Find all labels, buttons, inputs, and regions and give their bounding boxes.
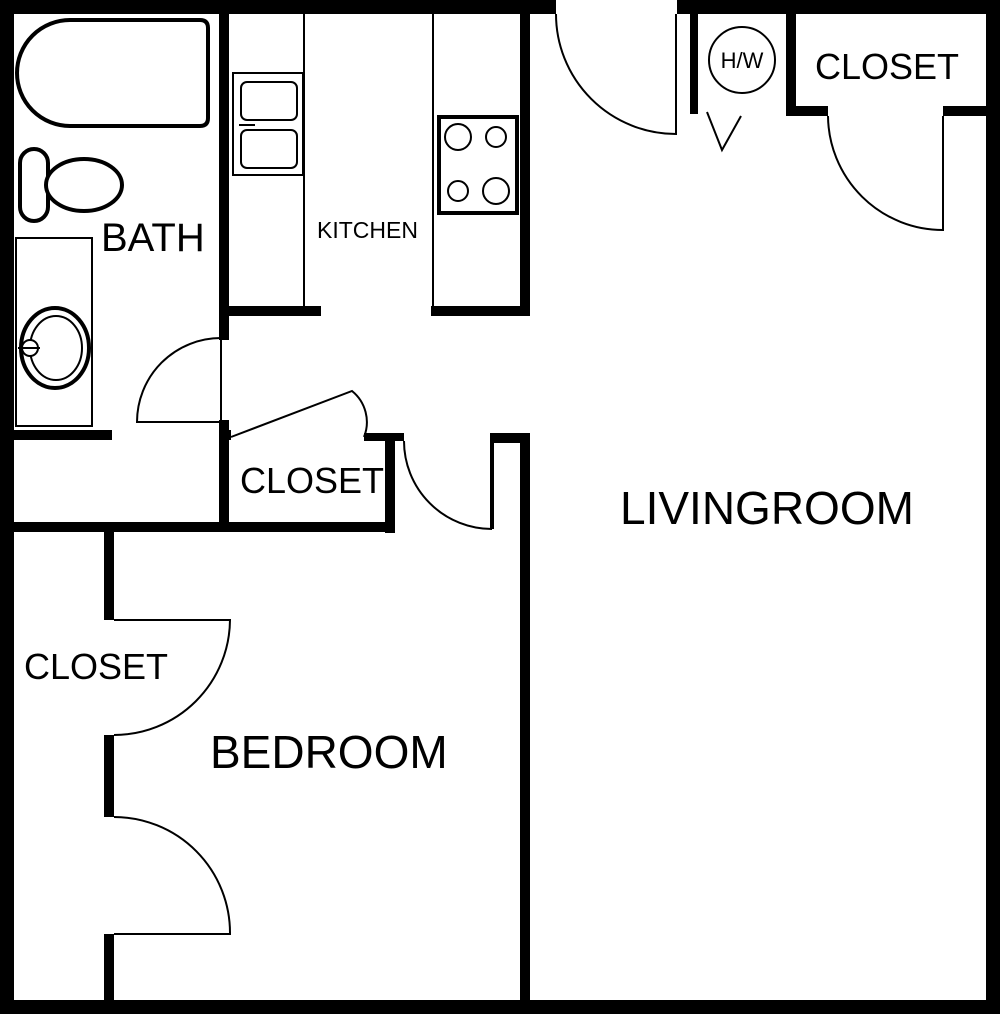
entry-closet-label: CLOSET [815,46,959,87]
bath-door-swing [135,336,222,423]
wall-hall-closet-right [385,433,395,533]
hall-closet-door-swing [230,389,368,438]
bedroom-closet-door-swing-2 [113,816,232,935]
wall-kitchen-bottom-right [431,306,530,316]
entry-closet-door-swing [827,115,944,232]
wall-bedroom-closet-3 [104,934,114,1014]
wall-bath-kitchen [219,14,229,340]
water-heater-icon [706,26,776,153]
bedroom-closet-door-swing-1 [113,619,232,736]
wall-hw-right [786,14,796,116]
outer-wall-bottom [0,1000,1000,1014]
wall-bedroom-door-jamb [490,433,494,529]
wall-kitchen-right [520,14,530,314]
wall-bath-bottom [14,430,112,440]
wall-hall-closet-top-right [364,433,404,441]
wall-hall-closet-top [219,430,231,440]
living-room-label: LIVINGROOM [620,482,914,534]
outer-wall-left [0,0,14,1014]
wall-kitchen-bottom-left [219,306,321,316]
bedroom-door-swing [403,440,493,530]
kitchen-fixtures [232,14,519,306]
water-heater-label: H/W [721,48,764,73]
bedroom-closet-label: CLOSET [24,646,168,687]
door-swings [113,13,944,935]
stove-icon [437,115,519,215]
entry-door-swing [555,13,677,136]
bedroom-label: BEDROOM [210,726,448,778]
wall-bedroom-living [520,433,530,1014]
outer-wall-right [986,0,1000,1014]
kitchen-label: KITCHEN [317,217,418,243]
wall-bedroom-closet-1 [104,532,114,620]
outer-wall-top-right [677,0,1000,14]
bath-label: BATH [101,216,205,260]
wall-entry-closet-bottom-right [943,106,986,116]
wall-bedroom-top [14,522,395,532]
wall-hall-closet-left [219,420,229,532]
wall-bedroom-door-stub [490,433,530,443]
bathtub-icon [15,18,210,128]
kitchen-sink-icon [232,72,304,176]
sink-icon [15,237,93,427]
bath-fixtures [15,18,210,427]
room-labels: BATH KITCHEN H/W CLOSET CLOSET LIVINGROO… [24,46,959,778]
toilet-icon [18,147,124,223]
wall-entry-jamb [690,14,698,114]
wall-entry-closet-bottom-left [786,106,828,116]
wall-bedroom-closet-2 [104,735,114,817]
hall-closet-label: CLOSET [240,460,384,501]
outer-wall-top-left [0,0,556,14]
